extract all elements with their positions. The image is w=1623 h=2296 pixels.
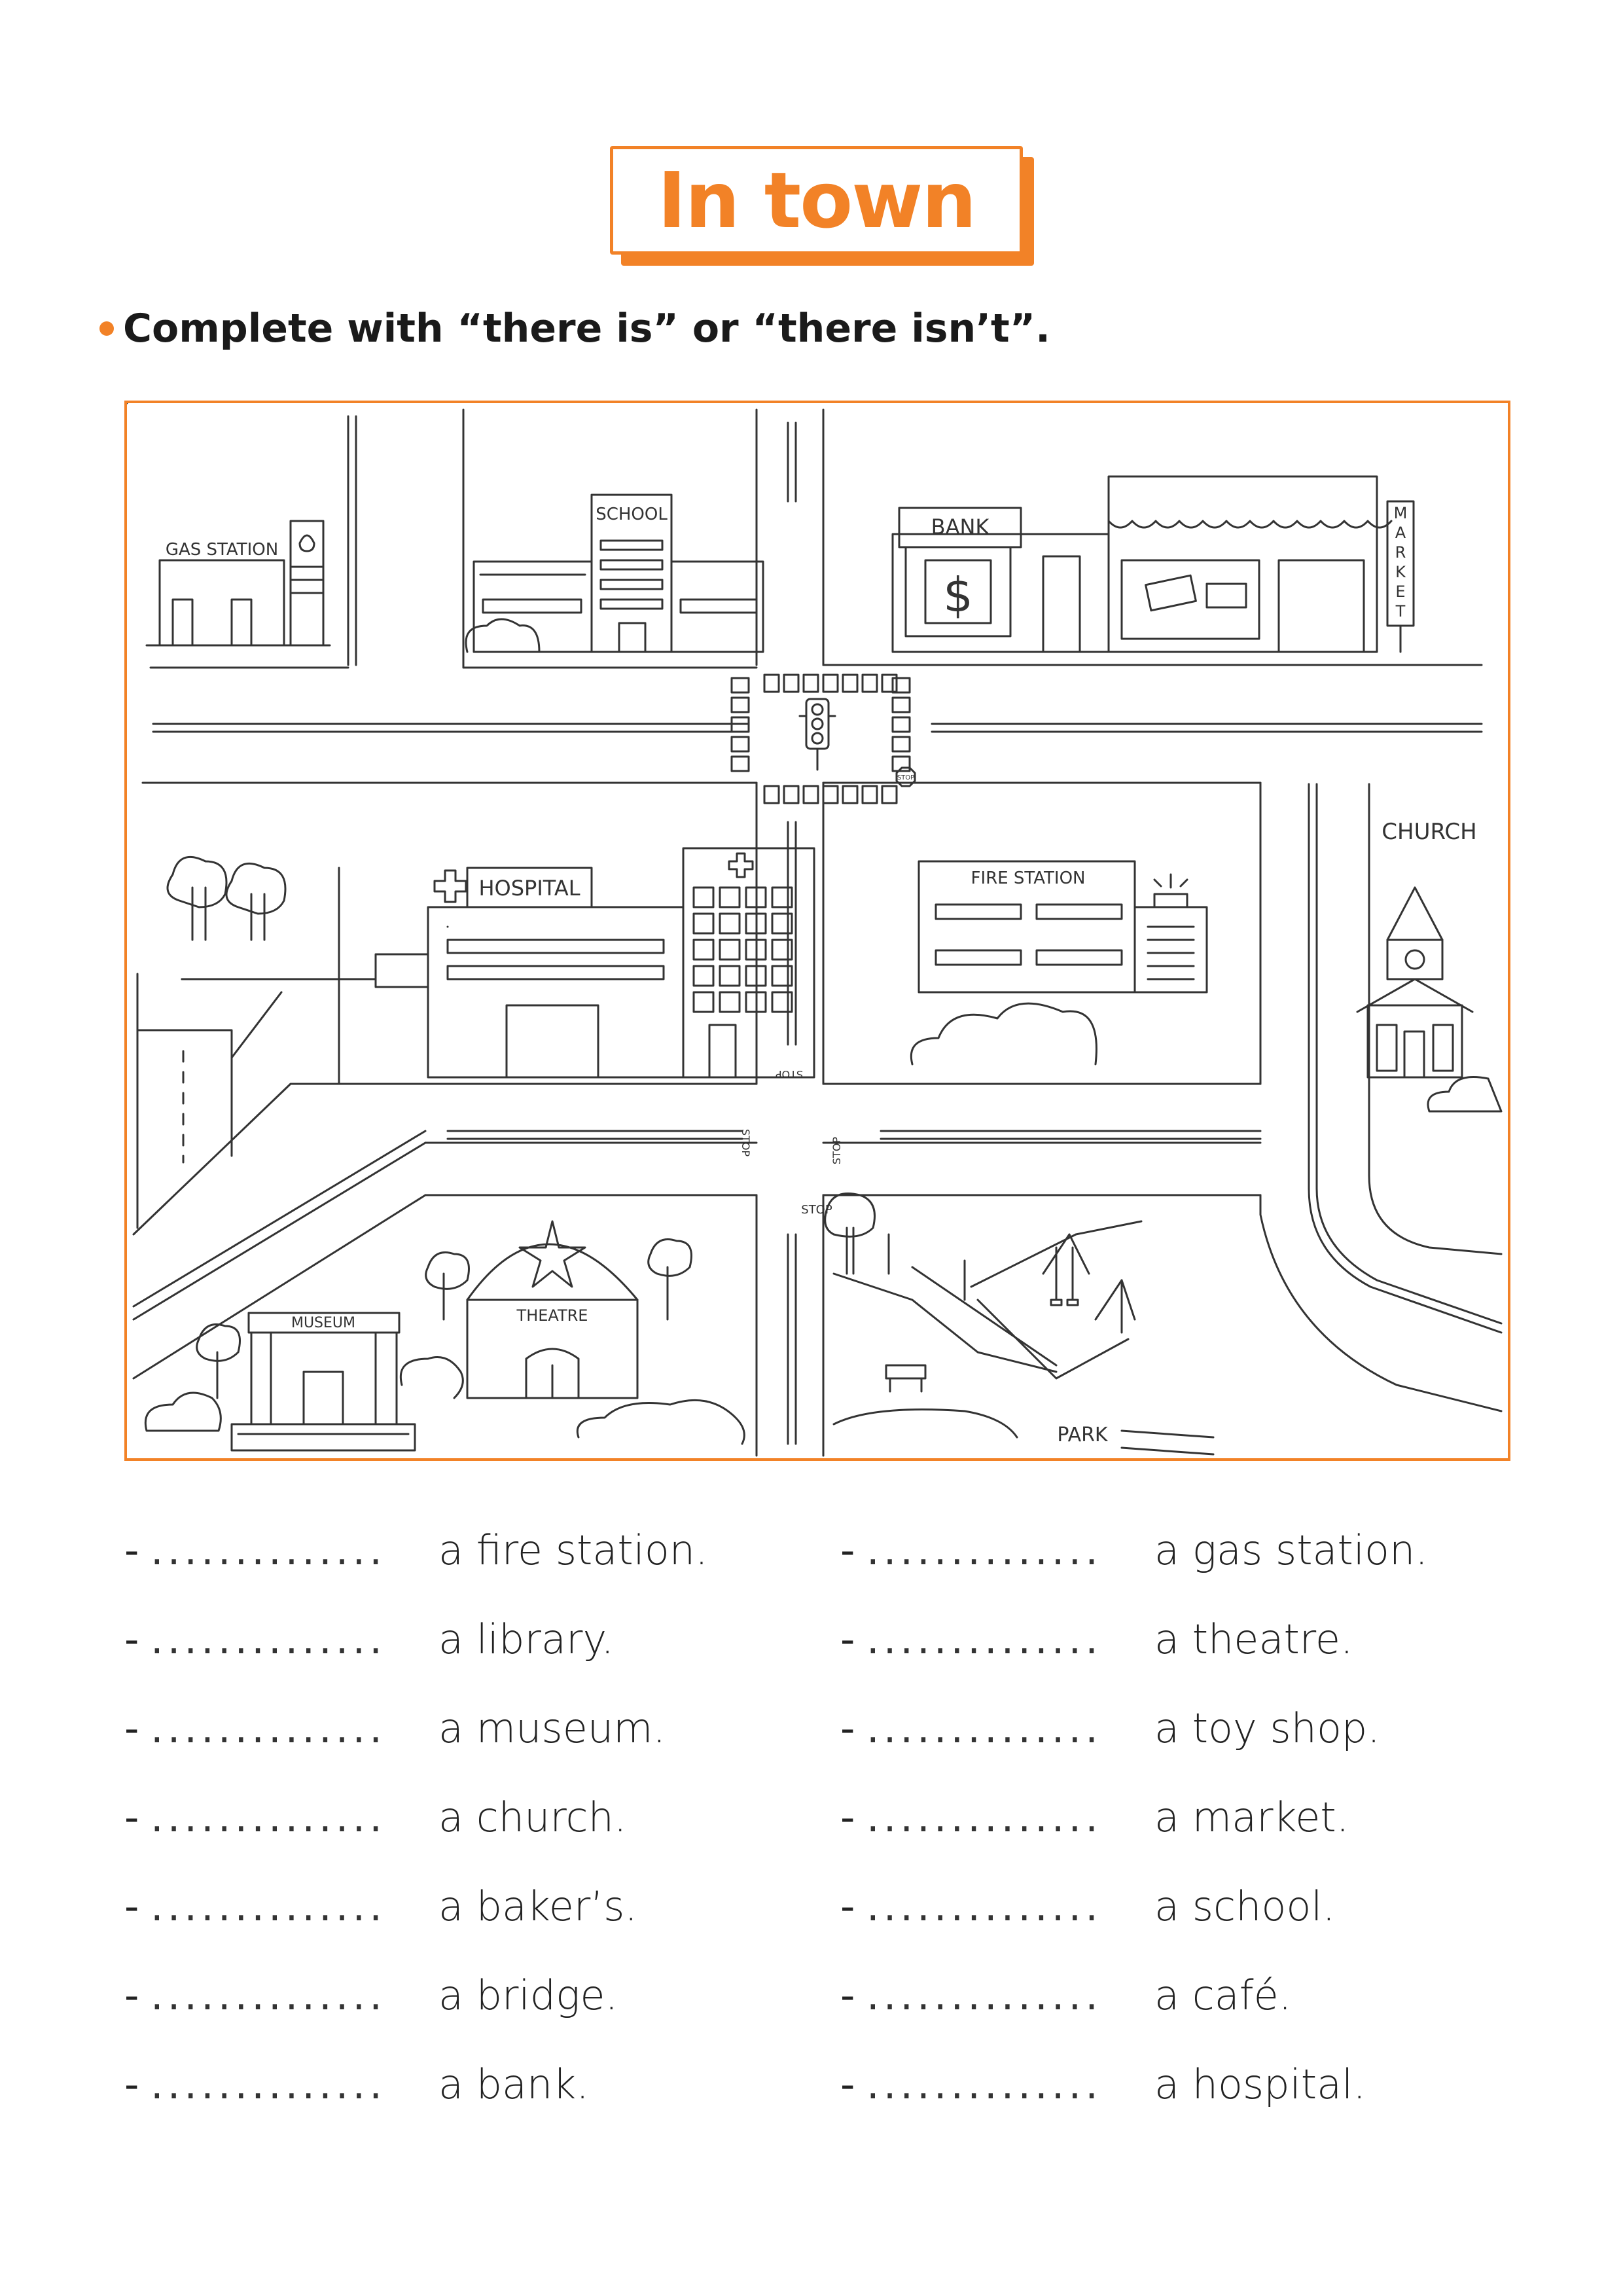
- answer-blank[interactable]: ..............: [866, 1704, 1102, 1752]
- answer-blank[interactable]: ..............: [151, 1615, 386, 1663]
- title-box: In town: [610, 146, 1023, 255]
- answer-blank[interactable]: ..............: [151, 1526, 386, 1574]
- answer-blank[interactable]: ..............: [151, 1704, 386, 1752]
- exercise-line: -..............a hospital.: [840, 2060, 1366, 2108]
- road-stop-label: STOP: [740, 1129, 752, 1157]
- fire-station-label: FIRE STATION: [971, 869, 1086, 888]
- exercise-line: -..............a café.: [840, 1971, 1292, 2019]
- exercise-line: -..............a baker’s.: [124, 1882, 638, 1930]
- svg-text:STOP: STOP: [897, 774, 914, 781]
- exercise-line: -..............a gas station.: [840, 1526, 1428, 1574]
- exercise-line: -..............a fire station.: [124, 1526, 708, 1574]
- town-map-drawing: STOP STOP STOP STOP STOP GAS STATION SCH…: [127, 403, 1503, 1457]
- road-stop-label: STOP: [830, 1137, 843, 1165]
- bank-building: BANK $: [891, 507, 1110, 653]
- town-map: STOP STOP STOP STOP STOP GAS STATION SCH…: [124, 401, 1510, 1461]
- exercise-line: -..............a market.: [840, 1793, 1349, 1841]
- museum-building: MUSEUM: [230, 1312, 416, 1452]
- stop-sign-icon: STOP: [895, 766, 916, 787]
- answer-blank[interactable]: ..............: [866, 1526, 1102, 1574]
- exercise-column-left: -..............a fire station. -........…: [124, 1505, 708, 2128]
- road-stop-label: STOP: [776, 1068, 804, 1081]
- church-label: CHURCH: [1382, 819, 1476, 845]
- road-stop-label: STOP: [801, 1203, 832, 1217]
- instruction-text: Complete with “there is” or “there isn’t…: [123, 306, 1050, 351]
- roads: [127, 403, 1503, 1457]
- school-label: SCHOOL: [596, 505, 668, 524]
- exercise-line: -..............a bank.: [124, 2060, 589, 2108]
- answer-blank[interactable]: ..............: [866, 1971, 1102, 2019]
- answer-blank[interactable]: ..............: [866, 1793, 1102, 1841]
- museum-label: MUSEUM: [291, 1315, 355, 1331]
- theatre-label: THEATRE: [516, 1306, 588, 1325]
- park-area: PARK: [824, 1193, 1215, 1456]
- exercise-line: -..............a library.: [124, 1615, 615, 1663]
- answer-blank[interactable]: ..............: [151, 2060, 386, 2108]
- answer-blank[interactable]: ..............: [866, 1882, 1102, 1930]
- answer-blank[interactable]: ..............: [866, 1615, 1102, 1663]
- answer-blank[interactable]: ..............: [151, 1882, 386, 1930]
- bullet-icon: [99, 321, 114, 336]
- page-title: In town: [657, 155, 976, 245]
- church-building: CHURCH: [1356, 819, 1503, 1113]
- dollar-sign-icon: $: [943, 567, 973, 622]
- school-building: SCHOOL: [465, 493, 764, 653]
- crosswalks: [730, 673, 911, 804]
- answer-blank[interactable]: ..............: [151, 1971, 386, 2019]
- tree-icon: [166, 855, 287, 941]
- exercise-column-right: -..............a gas station. -.........…: [840, 1505, 1428, 2128]
- park-label: PARK: [1057, 1424, 1109, 1446]
- answer-blank[interactable]: ..............: [866, 2060, 1102, 2108]
- gas-station-label: GAS STATION: [166, 540, 278, 560]
- exercise-line: -..............a bridge.: [124, 1971, 618, 2019]
- exercise-line: -..............a museum.: [124, 1704, 666, 1752]
- theatre-building: THEATRE: [466, 1220, 639, 1399]
- exercise-line: -..............a toy shop.: [840, 1704, 1380, 1752]
- exercise-line: -..............a theatre.: [840, 1615, 1353, 1663]
- instruction: Complete with “there is” or “there isn’t…: [99, 302, 1050, 355]
- hospital-label: HOSPITAL: [478, 876, 580, 901]
- hospital-building: HOSPITAL: [181, 847, 815, 1079]
- tree-icon: [145, 1238, 745, 1445]
- exercise-line: -..............a church.: [124, 1793, 627, 1841]
- bank-label: BANK: [931, 514, 990, 539]
- fire-station-building: FIRE STATION: [910, 860, 1208, 1066]
- gas-station-building: GAS STATION: [145, 520, 331, 647]
- exercise-line: -..............a school.: [840, 1882, 1336, 1930]
- answer-blank[interactable]: ..............: [151, 1793, 386, 1841]
- traffic-light-icon: [798, 698, 836, 771]
